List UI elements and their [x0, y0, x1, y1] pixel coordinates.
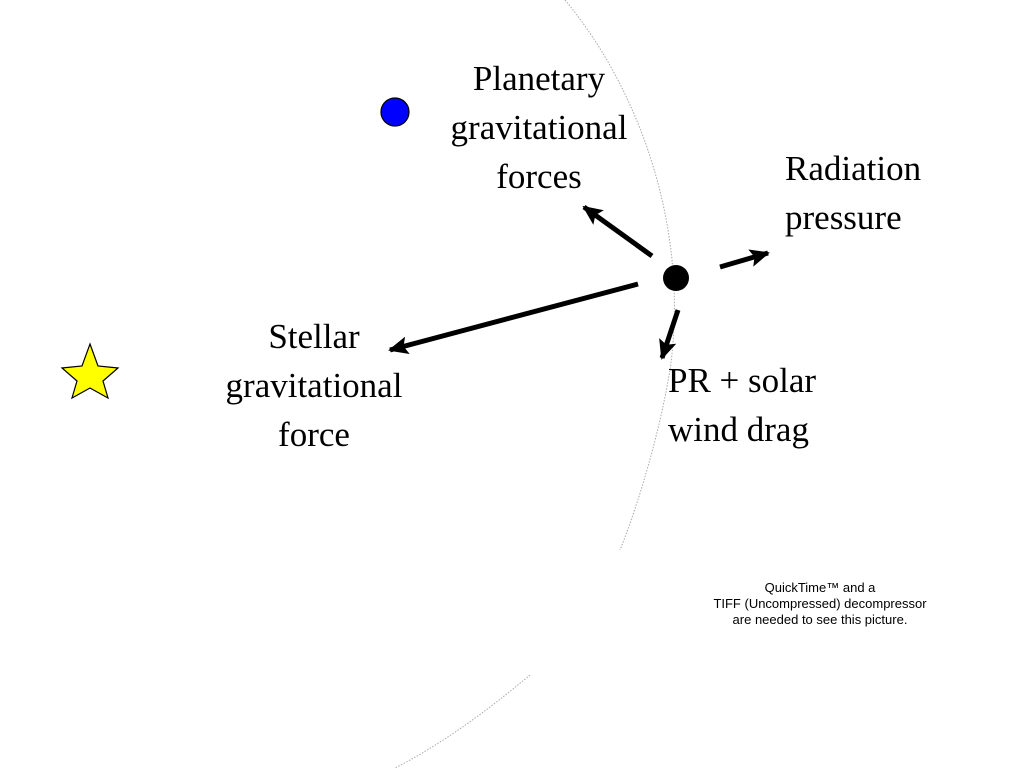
label-line: Planetary: [472, 59, 606, 98]
orbit-arc-lower: [394, 674, 531, 768]
label-line: wind drag: [668, 410, 809, 449]
label-line: forces: [496, 157, 582, 196]
label-line: force: [278, 415, 350, 454]
radiation-pressure-arrow: [719, 249, 770, 270]
pr-drag-label: PR + solar wind drag: [668, 356, 816, 454]
label-line: PR + solar: [668, 361, 817, 400]
planetary-force-arrow: [582, 204, 654, 259]
pr-drag-arrow: [659, 309, 681, 360]
notice-line: are needed to see this picture.: [732, 612, 908, 627]
label-line: gravitational: [225, 366, 403, 405]
notice-line: TIFF (Uncompressed) decompressor: [713, 596, 927, 611]
radiation-pressure-label: Radiation pressure: [785, 144, 921, 242]
stellar-force-arrow: [388, 281, 639, 355]
notice-line: QuickTime™ and a: [764, 580, 876, 595]
label-line: gravitational: [450, 108, 628, 147]
star-icon: [60, 342, 120, 400]
label-line: pressure: [785, 198, 902, 237]
stellar-force-label: Stellar gravitational force: [204, 312, 424, 459]
planet-icon: [380, 97, 410, 127]
label-line: Radiation: [785, 149, 922, 188]
missing-image-notice: QuickTime™ and a TIFF (Uncompressed) dec…: [660, 580, 980, 628]
label-line: Stellar: [268, 317, 360, 356]
dust-particle-icon: [663, 265, 689, 291]
planetary-forces-label: Planetary gravitational forces: [429, 54, 649, 201]
